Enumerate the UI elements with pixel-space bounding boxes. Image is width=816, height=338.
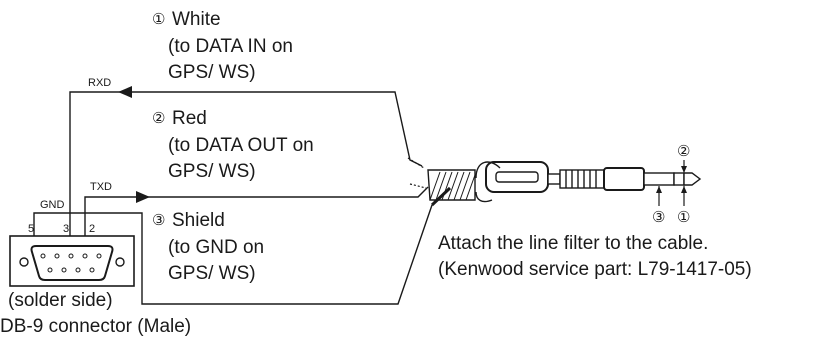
shield-drain — [430, 186, 452, 207]
red-wire-dest-line1: (to DATA OUT on — [168, 135, 314, 156]
line-filter-inner — [495, 171, 539, 183]
white-wire-name: White — [172, 9, 221, 30]
db9-mount-hole-left — [19, 257, 29, 267]
plug-tip-arrow — [681, 166, 687, 173]
rxd-wire — [69, 91, 423, 262]
rxd-arrowhead — [118, 86, 132, 98]
line-filter-loop-lower — [475, 191, 493, 203]
plug-ring-number: ③ — [652, 209, 665, 226]
cable-braid — [427, 169, 476, 201]
plug-sleeve-arrow — [681, 186, 687, 193]
plug-body — [603, 167, 645, 191]
plug-tip-number: ② — [677, 143, 690, 160]
gnd-label: GND — [40, 199, 65, 211]
white-wire-dest-line2: GPS/ WS) — [168, 62, 256, 83]
filter-note-line2: (Kenwood service part: L79-1417-05) — [438, 259, 752, 280]
db9-pins — [40, 253, 102, 273]
txd-arrowhead — [136, 191, 150, 203]
shield-wire-dest-line2: GPS/ WS) — [168, 263, 256, 284]
filter-note-line1: Attach the line filter to the cable. — [438, 233, 708, 254]
red-wire-end — [409, 183, 427, 189]
red-wire-name: Red — [172, 108, 207, 129]
plug-ring-arrow — [656, 186, 662, 193]
red-wire-number: ② — [152, 110, 165, 127]
cable-segment — [547, 173, 561, 185]
connector-side-label: (solder side) — [8, 290, 113, 311]
line-filter-loop — [475, 161, 501, 179]
db9-mount-hole-right — [115, 257, 125, 267]
plug-sleeve-number: ① — [677, 209, 690, 226]
txd-label: TXD — [90, 181, 112, 193]
red-wire-dest-line2: GPS/ WS) — [168, 161, 256, 182]
white-wire-dest-line1: (to DATA IN on — [168, 36, 293, 57]
plug-ring — [673, 172, 685, 186]
db9-d-shell — [30, 245, 114, 281]
txd-wire — [84, 186, 429, 236]
plug-sleeve — [643, 172, 675, 186]
pin-2-label: 2 — [89, 223, 95, 235]
braid-hatching — [429, 171, 476, 201]
rxd-label: RXD — [88, 77, 111, 89]
shield-wire-dest-line1: (to GND on — [168, 237, 264, 258]
white-wire-end — [407, 157, 425, 169]
shield-wire-name: Shield — [172, 210, 225, 231]
strain-relief-ribs — [565, 170, 597, 188]
plug-tip — [683, 172, 702, 186]
white-wire-number: ① — [152, 11, 165, 28]
shield-wire-number: ③ — [152, 212, 165, 229]
gnd-wire — [33, 204, 433, 305]
pin-5-label: 5 — [28, 223, 34, 235]
pin-3-label: 3 — [63, 223, 69, 235]
connector-name-label: DB-9 connector (Male) — [0, 316, 191, 337]
